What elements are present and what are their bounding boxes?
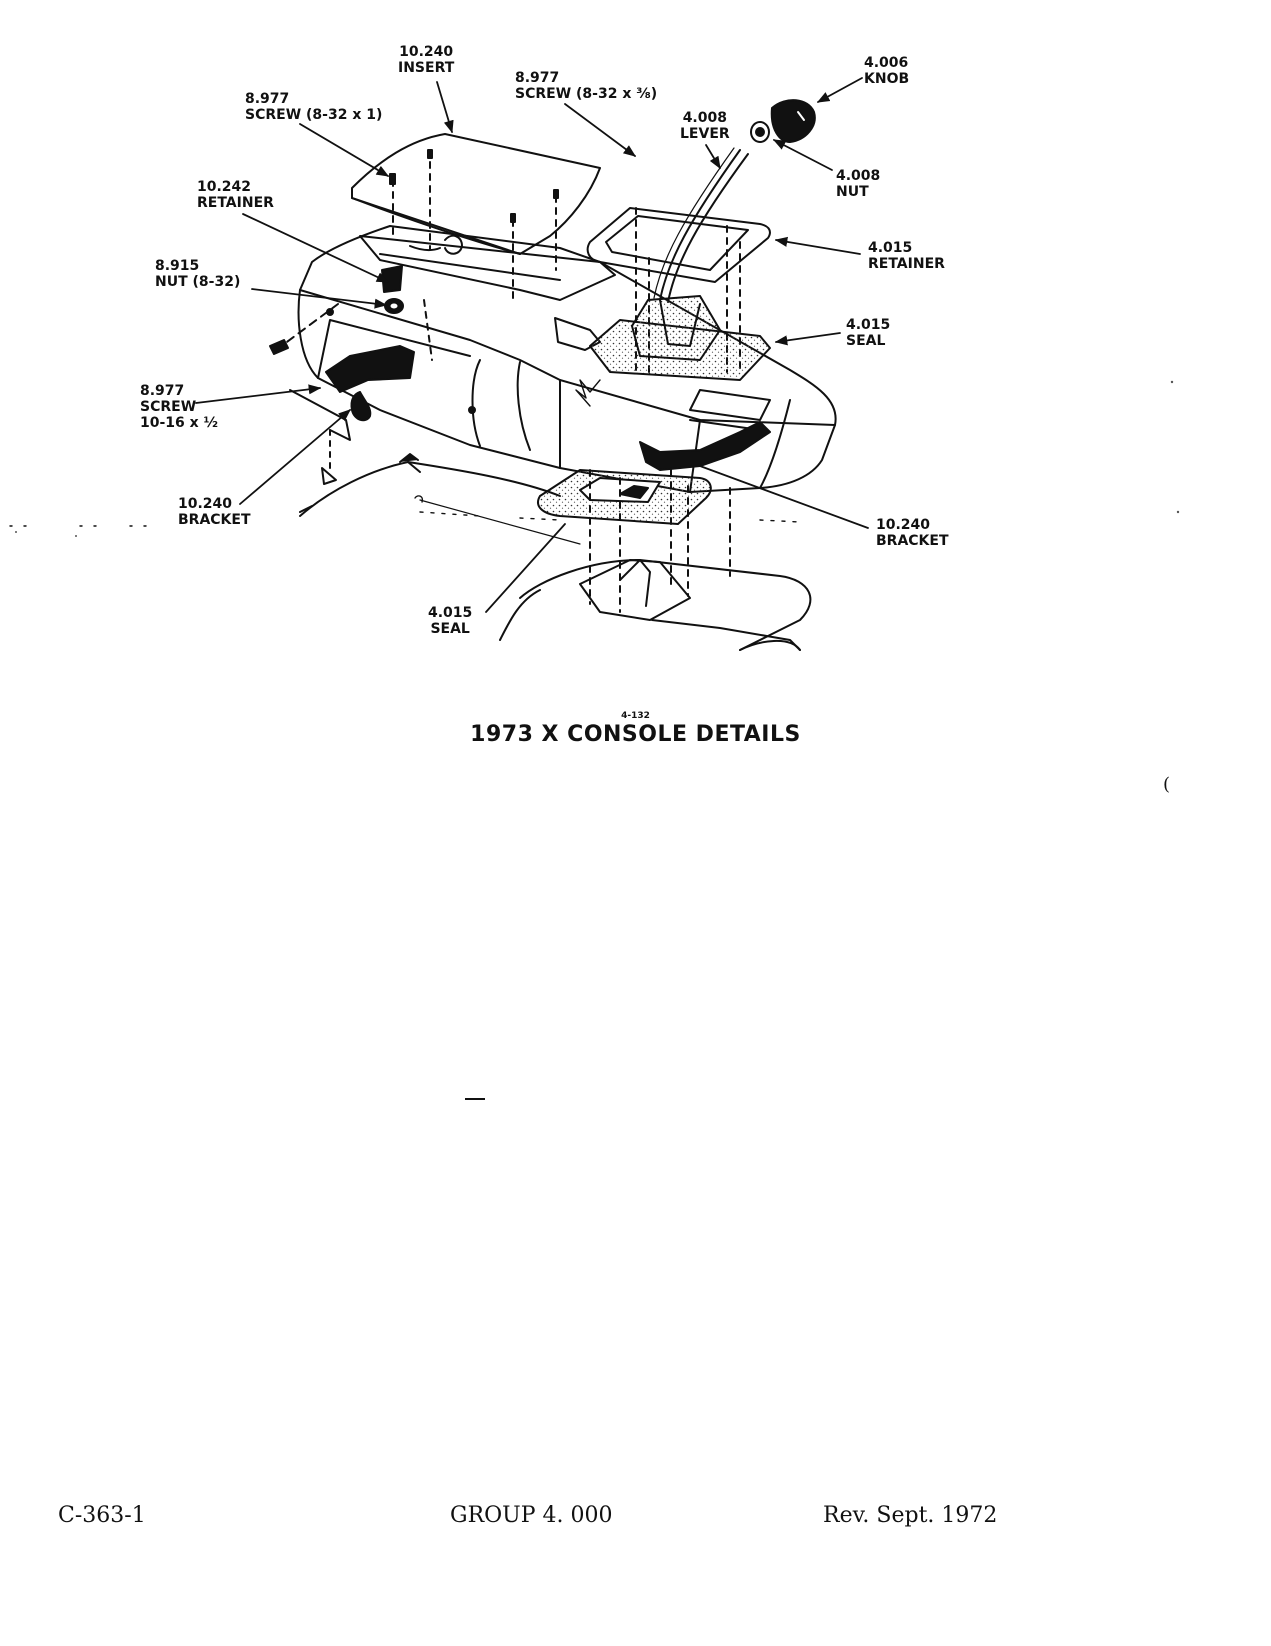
part-name: LEVER bbox=[680, 126, 730, 142]
scan-specks bbox=[15, 380, 1180, 537]
part-number: 4.006 bbox=[864, 55, 909, 71]
part-number: 10.240 bbox=[876, 517, 931, 533]
left-bracket-group bbox=[269, 265, 433, 485]
callout-lever: 4.008 LEVER bbox=[680, 110, 730, 142]
part-number: 8.977 bbox=[140, 383, 185, 399]
callout-shift-retainer: 4.015 RETAINER bbox=[868, 240, 945, 272]
part-size: 10-16 x ½ bbox=[140, 415, 219, 431]
part-number: 8.915 bbox=[155, 258, 200, 274]
callout-right-bracket: 10.240 BRACKET bbox=[876, 517, 949, 549]
part-name: SCREW (8-32 x 1) bbox=[245, 107, 383, 123]
footer-doc-code: C-363-1 bbox=[58, 1503, 146, 1528]
part-number: 4.015 bbox=[846, 317, 891, 333]
footer-revision: Rev. Sept. 1972 bbox=[823, 1503, 998, 1528]
part-number: 10.242 bbox=[197, 179, 252, 195]
part-number: 4.015 bbox=[868, 240, 913, 256]
part-number: 8.977 bbox=[245, 91, 290, 107]
callout-shift-nut: 4.008 NUT bbox=[836, 168, 880, 200]
callout-console-retainer: 10.242 RETAINER bbox=[197, 179, 274, 211]
console-exploded-diagram bbox=[9, 77, 1180, 651]
part-number: 8.977 bbox=[515, 70, 560, 86]
console-body bbox=[297, 225, 837, 493]
callout-insert: 10.240 INSERT bbox=[398, 44, 454, 76]
shift-lever bbox=[653, 99, 816, 303]
part-name: SEAL bbox=[846, 333, 886, 349]
figure-title: 1973 X CONSOLE DETAILS bbox=[470, 722, 801, 747]
callout-lower-seal: 4.015 SEAL bbox=[428, 605, 472, 637]
part-name: RETAINER bbox=[868, 256, 945, 272]
part-number: 4.008 bbox=[682, 110, 727, 126]
callout-side-screw: 8.977 SCREW 10-16 x ½ bbox=[140, 383, 218, 431]
part-name: SEAL bbox=[430, 621, 470, 637]
stray-mark: ( bbox=[1163, 774, 1171, 795]
callout-nut-8-32: 8.915 NUT (8-32) bbox=[155, 258, 240, 290]
part-name: SCREW (8-32 x ⅜) bbox=[515, 86, 658, 102]
callout-upper-seal: 4.015 SEAL bbox=[846, 317, 890, 349]
part-name: RETAINER bbox=[197, 195, 274, 211]
part-name: NUT (8-32) bbox=[155, 274, 241, 290]
stray-mark bbox=[465, 1098, 485, 1100]
lower-seal bbox=[537, 469, 731, 613]
callout-left-bracket: 10.240 BRACKET bbox=[178, 496, 251, 528]
part-name: BRACKET bbox=[876, 533, 949, 549]
part-name: KNOB bbox=[864, 71, 910, 87]
footer-group: GROUP 4. 000 bbox=[450, 1503, 613, 1528]
figure-number: 4-132 bbox=[621, 711, 650, 721]
part-number: 10.240 bbox=[399, 44, 454, 60]
part-name: BRACKET bbox=[178, 512, 251, 528]
part-number: 4.008 bbox=[836, 168, 881, 184]
part-number: 10.240 bbox=[178, 496, 233, 512]
leader-lines bbox=[195, 77, 869, 613]
upper-seal bbox=[575, 295, 771, 431]
part-name: SCREW bbox=[140, 399, 197, 415]
callout-screw-top-left: 8.977 SCREW (8-32 x 1) bbox=[245, 91, 382, 123]
part-name: NUT bbox=[836, 184, 869, 200]
part-name: INSERT bbox=[398, 60, 455, 76]
insert-lid bbox=[351, 133, 601, 303]
callout-knob: 4.006 KNOB bbox=[864, 55, 909, 87]
part-number: 4.015 bbox=[428, 605, 473, 621]
callout-screw-top-mid: 8.977 SCREW (8-32 x ⅜) bbox=[515, 70, 657, 102]
right-bracket bbox=[639, 421, 771, 471]
